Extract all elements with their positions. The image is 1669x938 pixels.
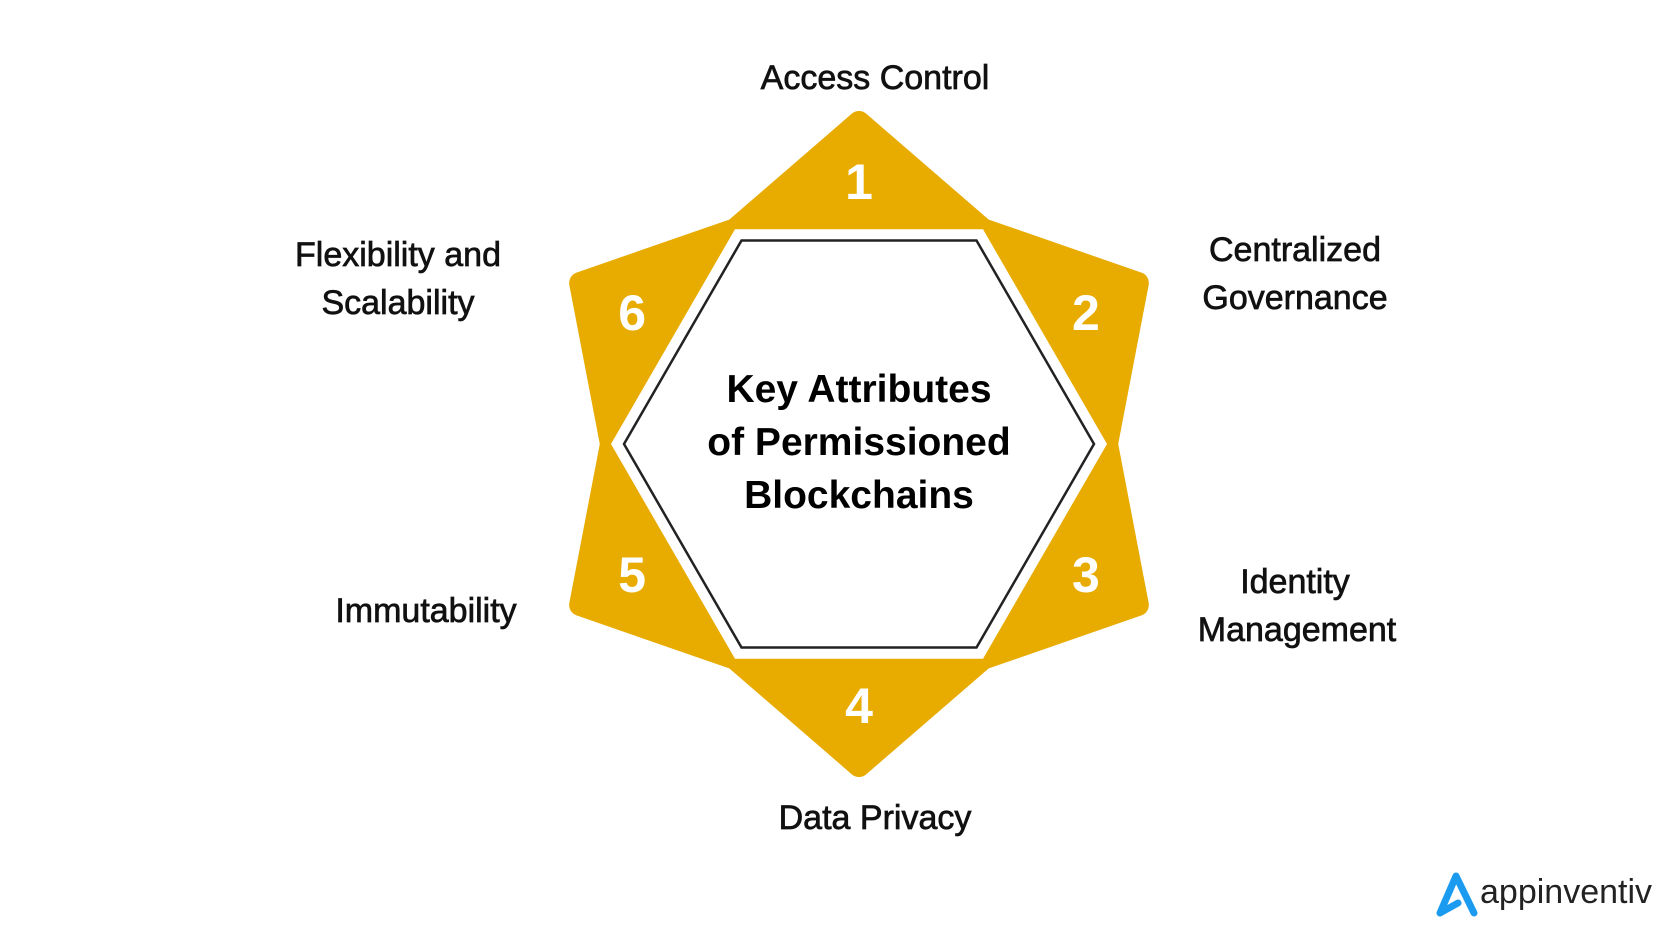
label-identity-management-2: Management — [1198, 611, 1397, 649]
logo-text: appinventiv — [1480, 873, 1652, 911]
center-title-line-1: Key Attributes — [726, 368, 991, 411]
center-title-line-3: Blockchains — [744, 474, 974, 517]
center-hexagon — [622, 239, 1096, 649]
point-number-3: 3 — [1072, 547, 1100, 603]
point-number-2: 2 — [1072, 285, 1100, 341]
point-number-6: 6 — [618, 285, 646, 341]
point-number-5: 5 — [618, 547, 646, 603]
appinventiv-logo: appinventiv — [1436, 872, 1652, 917]
point-numbers: 1 2 3 4 5 6 — [618, 154, 1100, 734]
label-centralized-governance-2: Governance — [1202, 279, 1387, 317]
label-flexibility-scalability-1: Flexibility and — [295, 236, 501, 274]
point-number-1: 1 — [845, 154, 873, 210]
label-immutability: Immutability — [335, 592, 516, 630]
star-points — [569, 111, 1149, 777]
label-identity-management-1: Identity — [1240, 563, 1350, 601]
label-flexibility-scalability-2: Scalability — [321, 284, 474, 322]
center-title-line-2: of Permissioned — [707, 421, 1010, 464]
label-data-privacy: Data Privacy — [779, 799, 972, 837]
label-centralized-governance-1: Centralized — [1209, 231, 1381, 269]
label-access-control: Access Control — [761, 59, 990, 97]
logo-mark-icon — [1436, 872, 1478, 917]
point-number-4: 4 — [845, 678, 873, 734]
